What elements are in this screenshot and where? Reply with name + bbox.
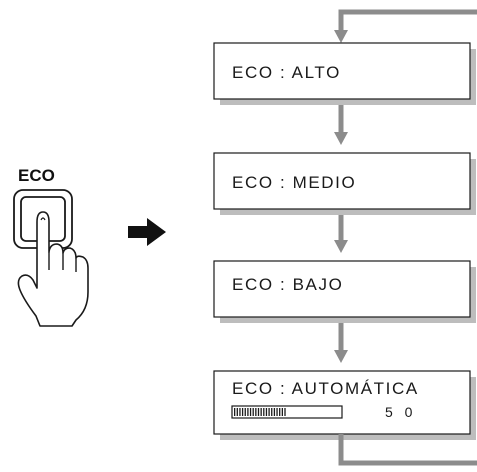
menu-box-label: ECO : AUTOMÁTICA <box>232 379 419 398</box>
level-bar-tick <box>281 408 283 416</box>
level-bar-tick <box>263 408 265 416</box>
eco-button-label: ECO <box>18 166 55 185</box>
menu-box-label: ECO : MEDIO <box>232 173 356 192</box>
arrowhead-top <box>334 30 348 43</box>
menu-box-label: ECO : BAJO <box>232 275 343 294</box>
eco-button-illustration: ECO <box>13 166 89 327</box>
menu-box-label: ECO : ALTO <box>232 63 341 82</box>
level-value: 5 0 <box>385 404 416 420</box>
cycle-line-bottom <box>338 434 477 466</box>
level-bar-tick <box>265 408 268 416</box>
right-arrow-icon <box>128 218 166 246</box>
level-bar-tick <box>249 408 252 416</box>
menu-box-automatica: ECO : AUTOMÁTICA 5 0 <box>213 370 476 440</box>
level-bar-tick <box>257 408 260 416</box>
level-bar-tick <box>241 408 244 416</box>
level-bar-tick <box>234 408 236 416</box>
pressing-hand-icon <box>17 211 89 327</box>
fingernail <box>40 217 46 221</box>
level-bar-tick <box>273 408 276 416</box>
arrowhead-1 <box>334 132 348 145</box>
level-bar-tick <box>276 408 278 416</box>
menu-box-bajo: ECO : BAJO <box>213 260 476 323</box>
level-bar-fill <box>234 408 286 416</box>
level-bar-tick <box>271 408 273 416</box>
level-bar-tick <box>255 408 257 416</box>
level-bar-tick <box>252 408 254 416</box>
menu-box-medio: ECO : MEDIO <box>213 152 476 215</box>
level-bar-tick <box>247 408 249 416</box>
level-bar-tick <box>260 408 262 416</box>
level-bar-tick <box>239 408 241 416</box>
level-bar-tick <box>268 408 270 416</box>
finger-lines <box>48 252 77 272</box>
level-bar-tick <box>279 408 281 416</box>
level-bar-tick <box>244 408 246 416</box>
level-bar-tick <box>284 408 286 416</box>
arrowhead-2 <box>334 240 348 253</box>
level-bar-tick <box>236 408 238 416</box>
level-bar-track <box>231 405 343 419</box>
menu-box-alto: ECO : ALTO <box>213 42 476 105</box>
arrowhead-3 <box>334 350 348 363</box>
cycle-line-top <box>338 9 477 33</box>
